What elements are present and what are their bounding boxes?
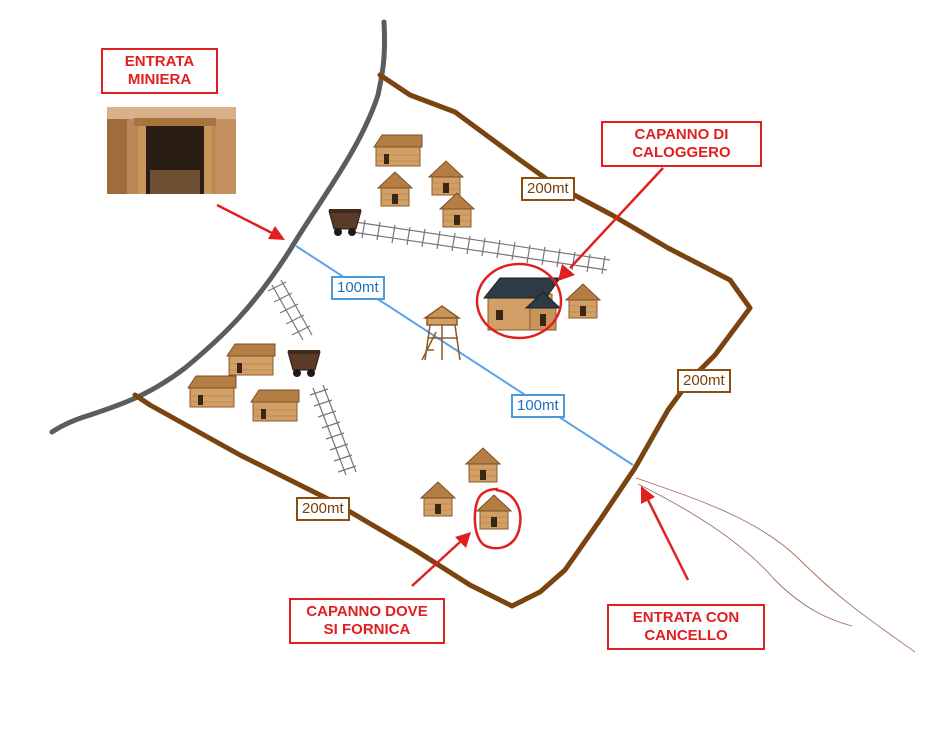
hut-icon	[226, 343, 276, 376]
hut-icon	[476, 494, 512, 530]
distance-diagonal-upper: 100mt	[331, 276, 385, 300]
hut-icon	[565, 283, 601, 319]
watchtower-icon	[421, 305, 462, 361]
minecart-icon	[287, 349, 321, 378]
hut-icon	[187, 375, 237, 408]
fornication-circle	[473, 487, 522, 550]
distance-bottom-edge: 200mt	[296, 497, 350, 521]
distance-top-edge: 200mt	[521, 177, 575, 201]
minecart-icon	[328, 208, 362, 237]
fornication-hut-label: CAPANNO DOVE SI FORNICA	[289, 598, 445, 644]
road-path	[635, 477, 916, 653]
rail-track	[351, 219, 611, 275]
calogero-circle	[475, 262, 563, 340]
hut-icon	[439, 192, 475, 228]
hut-icon	[250, 389, 300, 422]
hut-icon	[373, 134, 423, 167]
hut-icon	[377, 171, 413, 207]
distance-diagonal-lower: 100mt	[511, 394, 565, 418]
cliff-line	[49, 19, 388, 435]
rail-track	[267, 279, 313, 341]
hut-icon	[428, 160, 464, 196]
distance-right-edge: 200mt	[677, 369, 731, 393]
hut-icon	[420, 481, 456, 517]
mine-entrance-label: ENTRATA MINIERA	[101, 48, 218, 94]
hut-icon	[465, 447, 501, 483]
big-hut-icon	[482, 277, 562, 331]
calogero-hut-label: CAPANNO DI CALOGGERO	[601, 121, 762, 167]
callout-arrows	[216, 167, 690, 587]
rail-track	[309, 384, 357, 476]
mine-photo	[107, 107, 236, 194]
gate-entrance-label: ENTRATA CON CANCELLO	[607, 604, 765, 650]
